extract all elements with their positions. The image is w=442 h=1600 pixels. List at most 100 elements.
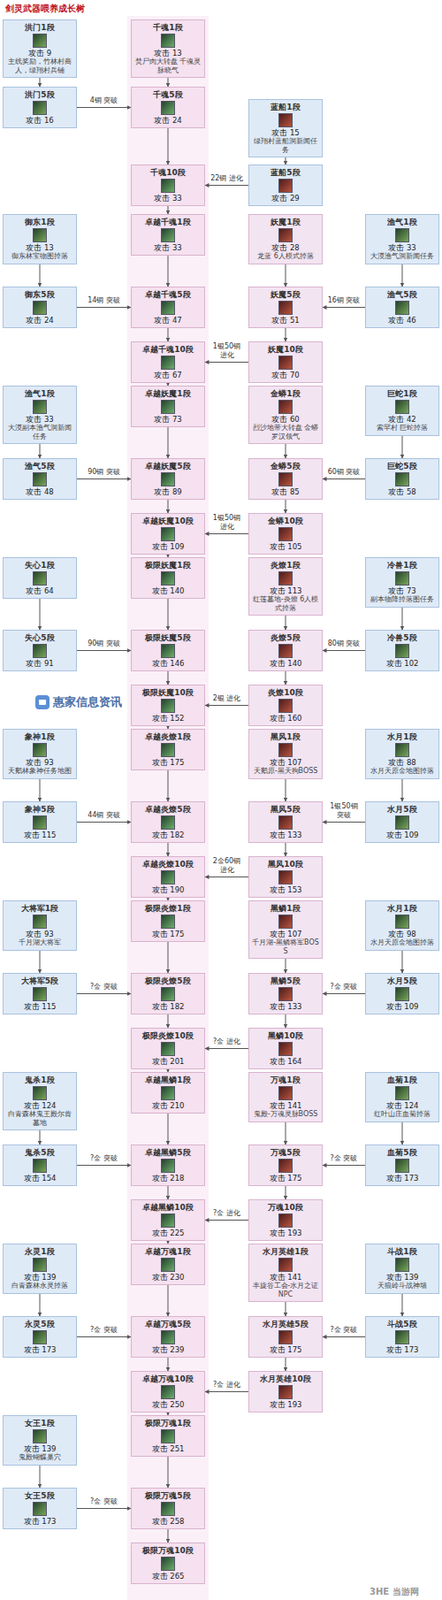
weapon-name: 卓越万魂1段 (133, 1246, 203, 1257)
weapon-node: 斗战5段攻击 173 (365, 1315, 440, 1357)
growth-arrow (167, 670, 169, 685)
weapon-name: 失心5段 (5, 632, 75, 643)
growth-arrow (39, 1464, 41, 1488)
attack-value: 攻击 109 (367, 830, 437, 839)
attack-value: 攻击 173 (5, 1516, 75, 1525)
weapon-name: 血菊1段 (367, 1074, 437, 1085)
attack-value: 攻击 182 (133, 830, 203, 839)
growth-arrow (402, 435, 404, 459)
attack-value: 攻击 47 (133, 315, 203, 325)
weapon-node: 炎燎5段攻击 140 (248, 629, 323, 671)
source-note: 千月湖大将军 (5, 937, 75, 947)
weapon-node: 水月英雄1段攻击 141丰旋谷工会-水月之证NPC (248, 1242, 323, 1302)
weapon-node: 女王1段攻击 139鬼殿蝴蝶巢穴 (2, 1414, 77, 1465)
attack-value: 攻击 67 (133, 370, 203, 380)
attack-value: 攻击 93 (5, 757, 75, 767)
attack-value: 攻击 218 (133, 1173, 203, 1182)
weapon-node: 鬼杀5段攻击 154 (2, 1143, 77, 1186)
weapon-node: 巨蛇5段攻击 58 (365, 457, 440, 500)
attack-value: 攻击 146 (133, 658, 203, 668)
weapon-icon (160, 742, 176, 757)
growth-arrow (167, 842, 169, 856)
weapon-node: 水月1段攻击 98水月天原金地图掉落 (365, 899, 440, 951)
weapon-name: 失心1段 (5, 560, 75, 571)
weapon-node: 妖魔1段攻击 28龙蓝 6人模式掉落 (248, 213, 323, 265)
weapon-icon (278, 1212, 293, 1227)
attack-value: 攻击 13 (133, 48, 203, 58)
weapon-node: 蓝船5段攻击 29 (248, 164, 323, 206)
source-note: 烈沙地带大转盘 金蟒罗汉领气 (251, 423, 321, 441)
growth-arrow (167, 327, 169, 342)
attack-value: 攻击 225 (133, 1227, 203, 1237)
weapon-name: 卓越万魂5段 (133, 1318, 203, 1329)
weapon-node: 卓越黑鳞10段攻击 225 (130, 1198, 206, 1241)
attack-value: 攻击 16 (5, 115, 75, 125)
weapon-icon (278, 914, 293, 929)
weapon-icon (278, 399, 293, 414)
weapon-name: 黑鳞10段 (251, 1030, 321, 1041)
weapon-node: 万魂10段攻击 193 (248, 1198, 323, 1241)
weapon-name: 金蟒10段 (251, 516, 321, 526)
growth-arrow (322, 1164, 366, 1166)
weapon-name: 永灵1段 (5, 1246, 75, 1257)
weapon-icon (278, 869, 293, 884)
growth-arrow (322, 1335, 366, 1337)
weapon-icon (278, 1257, 293, 1272)
weapon-name: 冷兽5段 (367, 632, 437, 643)
growth-arrow (205, 876, 249, 877)
growth-arrow (39, 1129, 41, 1144)
weapon-node: 卓越万魂5段攻击 239 (130, 1315, 206, 1357)
weapon-node: 洪门1段攻击 9主线奖励，竹林村商人，绿翔村兵铺 (2, 19, 77, 78)
weapon-node: 金蟒5段攻击 85 (248, 457, 323, 500)
weapon-name: 黑风5段 (251, 804, 321, 815)
weapon-node: 渔气5段攻击 48 (2, 457, 77, 500)
attack-value: 攻击 109 (133, 541, 203, 551)
attack-value: 攻击 70 (251, 370, 321, 380)
weapon-icon (395, 815, 410, 830)
weapon-node: 蓝船1段攻击 15绿翔村蓝船洞新闻任务 (248, 99, 323, 158)
weapon-icon (32, 1085, 47, 1100)
growth-arrow (76, 821, 131, 823)
source-note: 龙蓝 6人模式掉落 (251, 251, 321, 261)
weapon-name: 卓越千魂10段 (133, 344, 203, 355)
attack-value: 攻击 64 (5, 586, 75, 595)
cost-label: ?金 进化 (206, 1379, 247, 1389)
source-note: 白青森林鬼王殿尔肯墓地 (5, 1109, 75, 1127)
watermark-logo (35, 694, 50, 709)
weapon-name: 卓越妖魔1段 (133, 388, 203, 399)
attack-value: 攻击 251 (133, 1443, 203, 1453)
weapon-name: 卓越黑鳞1段 (133, 1074, 203, 1085)
weapon-name: 极限炎燎1段 (133, 903, 203, 914)
growth-arrow (205, 1219, 249, 1220)
weapon-icon (395, 300, 410, 315)
weapon-icon (278, 228, 293, 243)
attack-value: 攻击 210 (133, 1100, 203, 1110)
growth-arrow (76, 1507, 131, 1509)
weapon-node: 水月5段攻击 109 (365, 800, 440, 843)
weapon-name: 水月英雄5段 (251, 1318, 321, 1329)
attack-value: 攻击 51 (251, 315, 321, 325)
weapon-node: 黑鳞5段攻击 133 (248, 972, 323, 1014)
growth-arrow (322, 649, 366, 651)
weapon-icon (395, 1085, 410, 1100)
weapon-icon (32, 914, 47, 929)
cost-label: 14铜 突破 (78, 296, 130, 305)
growth-arrow (402, 950, 404, 974)
attack-value: 攻击 85 (251, 487, 321, 496)
attack-value: 攻击 133 (251, 1001, 321, 1011)
weapon-name: 水月英雄10段 (251, 1373, 321, 1384)
growth-arrow (285, 1121, 287, 1145)
weapon-name: 渔气1段 (367, 217, 437, 228)
weapon-icon (32, 643, 47, 658)
weapon-node: 万魂1段攻击 141鬼殿-万魂灵脉BOSS (248, 1071, 323, 1122)
weapon-icon (278, 643, 293, 658)
weapon-node: 千魂10段攻击 33 (130, 164, 206, 206)
weapon-icon (32, 399, 47, 414)
weapon-name: 水月1段 (367, 903, 437, 914)
source-note: 红莲墓地-炎燎 6人模式掉落 (251, 594, 321, 612)
attack-value: 攻击 105 (251, 541, 321, 551)
growth-arrow (39, 1293, 41, 1317)
cost-label: 1银50铜 突破 (324, 801, 364, 820)
source-note: 天鹅原-黑天狗BOSS (251, 766, 321, 776)
attack-value: 攻击 173 (367, 1173, 437, 1182)
